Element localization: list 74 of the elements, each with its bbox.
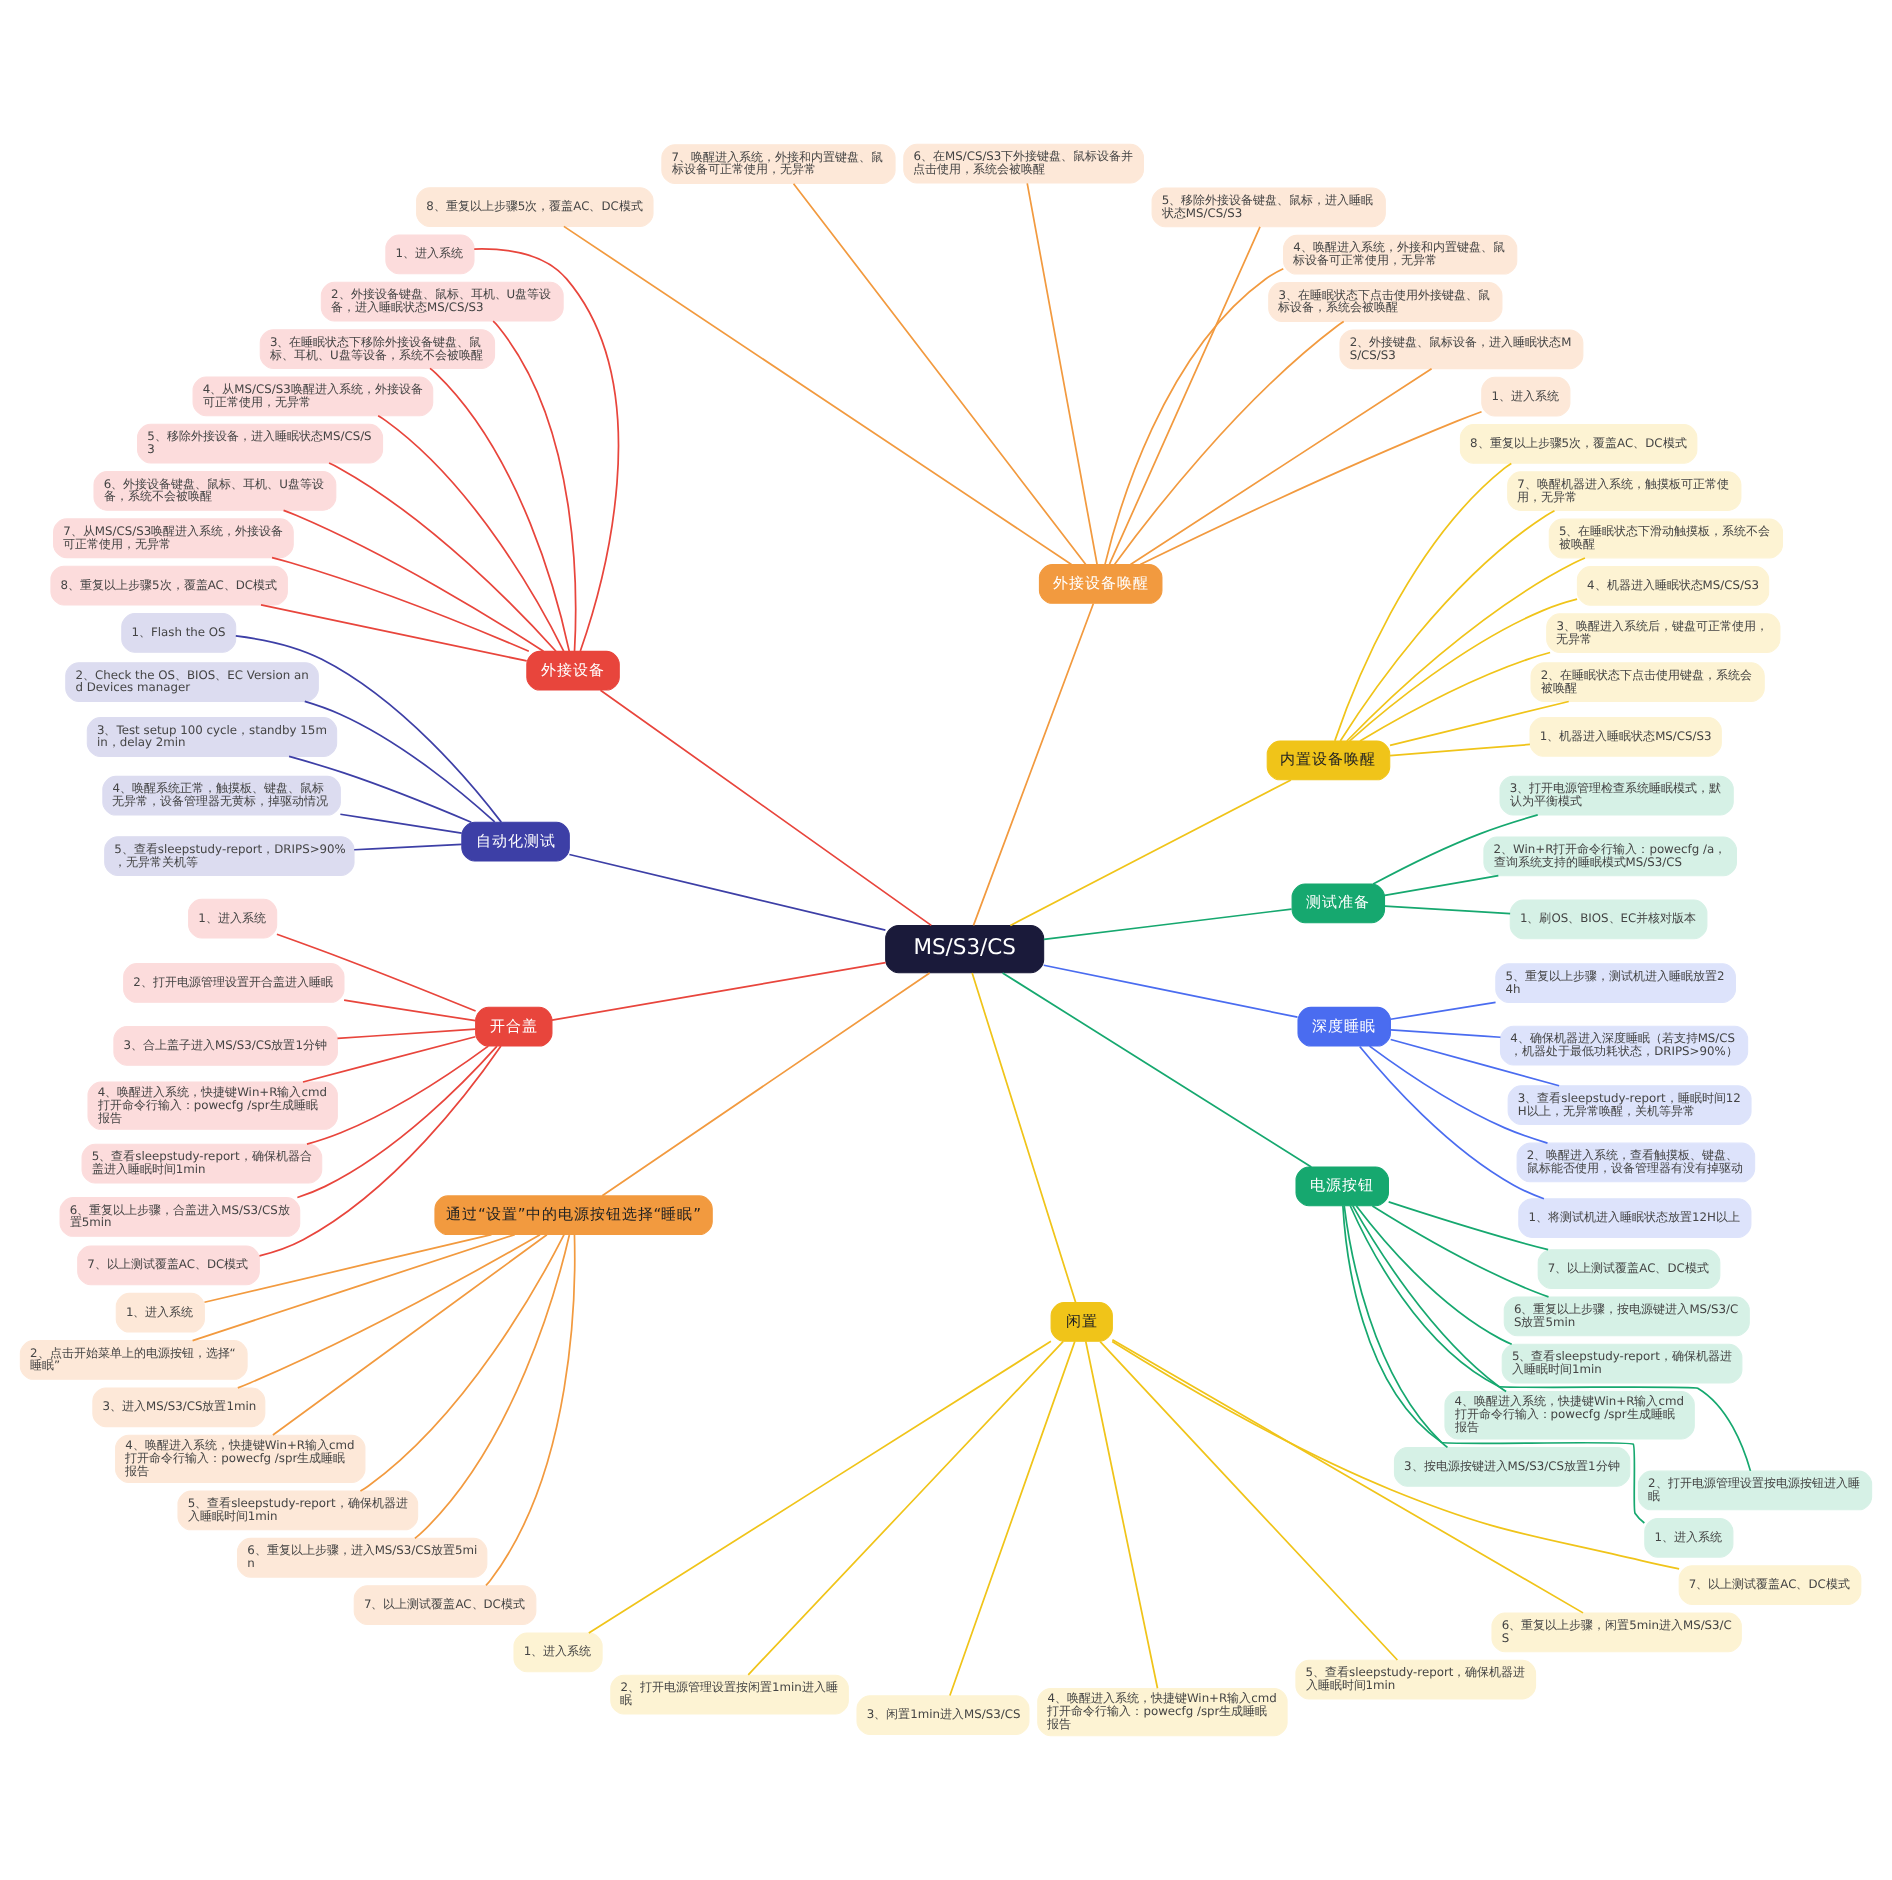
connector <box>587 1340 1052 1634</box>
connector <box>1084 1340 1159 1690</box>
connector <box>1339 509 1556 742</box>
connector <box>1139 410 1483 566</box>
connector <box>1333 462 1513 742</box>
connector <box>1383 905 1511 915</box>
connector <box>302 1035 477 1083</box>
connector <box>1129 367 1433 566</box>
connector <box>1001 972 1313 1168</box>
connector <box>1043 908 1293 941</box>
connector <box>599 689 933 927</box>
connector <box>551 961 887 1021</box>
connector <box>1389 700 1570 747</box>
connector <box>260 604 528 662</box>
connector <box>359 1233 565 1492</box>
connector <box>272 1233 548 1436</box>
connector <box>1371 1205 1550 1298</box>
connector <box>328 462 557 653</box>
connector <box>303 700 496 823</box>
connector <box>747 1340 1065 1676</box>
connector <box>1348 598 1578 742</box>
connector <box>191 1233 516 1342</box>
connector <box>236 1233 541 1389</box>
connector <box>971 972 1077 1304</box>
connector <box>1113 320 1345 566</box>
connector <box>792 182 1087 566</box>
connector <box>377 414 565 653</box>
connector <box>429 367 571 653</box>
connector <box>485 1234 576 1587</box>
connector <box>568 853 887 931</box>
connector <box>1355 1205 1513 1346</box>
connector <box>1099 1340 1399 1661</box>
connector <box>276 933 477 1012</box>
connector <box>1351 1205 1507 1393</box>
connector <box>1358 1045 1545 1200</box>
connector <box>203 1233 493 1304</box>
connector <box>1389 743 1531 757</box>
connector <box>972 602 1095 927</box>
connector <box>1346 557 1586 742</box>
connector <box>296 1045 498 1199</box>
connector <box>1343 1204 1449 1449</box>
connector <box>601 972 931 1197</box>
connector <box>563 225 1073 566</box>
connector <box>1026 182 1098 566</box>
connector <box>234 635 503 823</box>
connector <box>271 556 530 653</box>
connector <box>473 248 620 652</box>
connector <box>353 843 463 851</box>
connector <box>1359 651 1551 742</box>
node-box: MS/S3/CS <box>885 924 1045 974</box>
connector <box>1387 1201 1549 1251</box>
connector <box>1042 964 1299 1018</box>
connector <box>1108 226 1261 566</box>
connector <box>1342 1205 1646 1524</box>
connector <box>1372 814 1539 885</box>
connector <box>1111 1338 1584 1614</box>
connector <box>306 1045 490 1146</box>
connector <box>336 1028 477 1040</box>
connector <box>258 1045 502 1257</box>
connector <box>1389 1038 1560 1087</box>
connector <box>1389 1029 1502 1039</box>
connector <box>1104 267 1285 566</box>
connector <box>949 1340 1076 1697</box>
connector <box>1383 874 1500 897</box>
connector <box>414 1234 571 1540</box>
connector <box>343 999 477 1022</box>
connector <box>288 755 473 824</box>
connector <box>339 813 463 835</box>
connector <box>1368 1045 1549 1144</box>
connector <box>492 320 577 652</box>
connector <box>1009 779 1292 927</box>
connector <box>1111 1340 1680 1570</box>
connector <box>1389 1001 1497 1021</box>
connector <box>282 509 545 653</box>
